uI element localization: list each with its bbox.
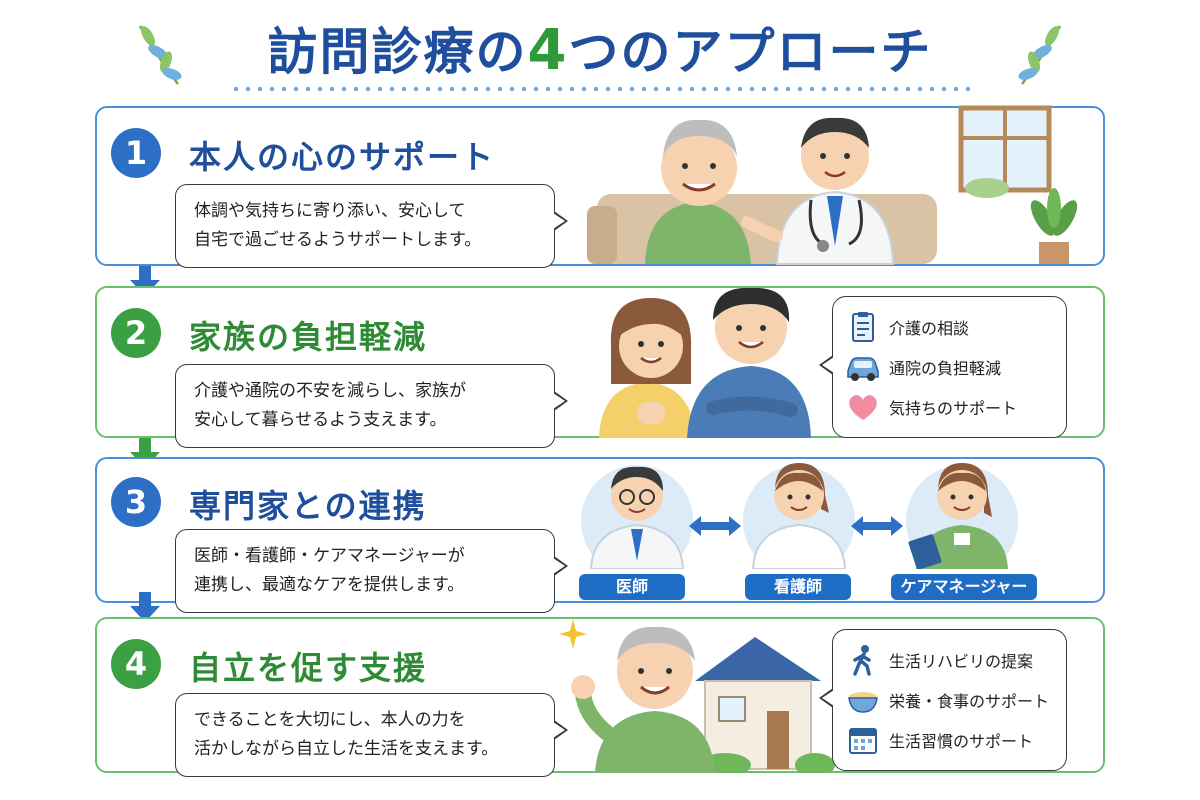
doctor-patient-illustration [587, 105, 1078, 265]
nurse-illustration [743, 463, 855, 569]
list-item: 気持ちのサポート [845, 387, 1054, 427]
leaf-sprig-icon [1018, 25, 1062, 85]
list-item: 介護の相談 [845, 307, 1054, 347]
walking-person-icon [853, 645, 871, 676]
speech-bubble: 介護や通院の不安を減らし、家族が 安心して暮らせるよう支えます。 [175, 364, 568, 448]
section-1: 1 本人の心のサポート 体調や気持ちに寄り添い、安心して 自宅で過ごせるようサポ… [95, 105, 1105, 268]
down-arrow-icon [130, 592, 160, 622]
section-2: 2 家族の負担軽減 介護や通院の不安を減らし、家族が 安心して暮らせるよう支えま… [95, 286, 1105, 448]
role-label-doctor: 医師 [579, 574, 685, 600]
support-list: 生活リハビリの提案 栄養・食事のサポート 生活習慣のサポート [819, 629, 1067, 771]
section-title: 本人の心のサポート [189, 138, 496, 176]
family-illustration [599, 287, 811, 438]
dotted-divider [230, 86, 970, 92]
section-number-badge: 1 [111, 128, 161, 178]
bidirectional-arrow-icon [851, 516, 903, 536]
role-label-nurse: 看護師 [745, 574, 851, 600]
list-item: 栄養・食事のサポート [845, 680, 1054, 720]
section-3: 3 専門家との連携 医師・看護師・ケアマネージャーが 連携し、最適なケアを提供し… [95, 457, 1105, 613]
role-label-care-manager: ケアマネージャー [891, 574, 1037, 600]
care-manager-illustration [906, 463, 1018, 569]
section-4: 4 自立を促す支援 できることを大切にし、本人の力を 活かしながら自立した生活を… [95, 617, 1105, 777]
section-number-badge: 3 [111, 477, 161, 527]
page-title: 訪問診療の4つのアプローチ [267, 18, 933, 83]
section-title: 家族の負担軽減 [189, 318, 428, 356]
elderly-man-house-illustration [559, 619, 835, 773]
list-item: 通院の負担軽減 [845, 347, 1054, 387]
section-title: 自立を促す支援 [189, 649, 428, 687]
food-bowl-icon [848, 692, 878, 713]
bidirectional-arrow-icon [689, 516, 741, 536]
list-item: 生活リハビリの提案 [845, 640, 1054, 680]
speech-bubble: 体調や気持ちに寄り添い、安心して 自宅で過ごせるようサポートします。 [175, 184, 568, 268]
car-icon [847, 357, 879, 381]
speech-bubble: 医師・看護師・ケアマネージャーが 連携し、最適なケアを提供します。 [175, 529, 568, 613]
speech-bubble: できることを大切にし、本人の力を 活かしながら自立した生活を支えます。 [175, 693, 568, 777]
doctor-illustration [581, 465, 693, 569]
clipboard-icon [852, 312, 874, 342]
title-number: 4 [527, 18, 569, 83]
header: 訪問診療の4つのアプローチ [0, 0, 1200, 100]
section-number-badge: 2 [111, 308, 161, 358]
leaf-sprig-icon [138, 25, 182, 85]
list-item: 生活習慣のサポート [845, 720, 1054, 760]
section-number-badge: 4 [111, 639, 161, 689]
section-title: 専門家との連携 [189, 487, 427, 525]
support-list: 介護の相談 通院の負担軽減 気持ちのサポート [819, 296, 1067, 438]
calendar-icon [849, 728, 877, 754]
heart-icon [849, 395, 877, 420]
